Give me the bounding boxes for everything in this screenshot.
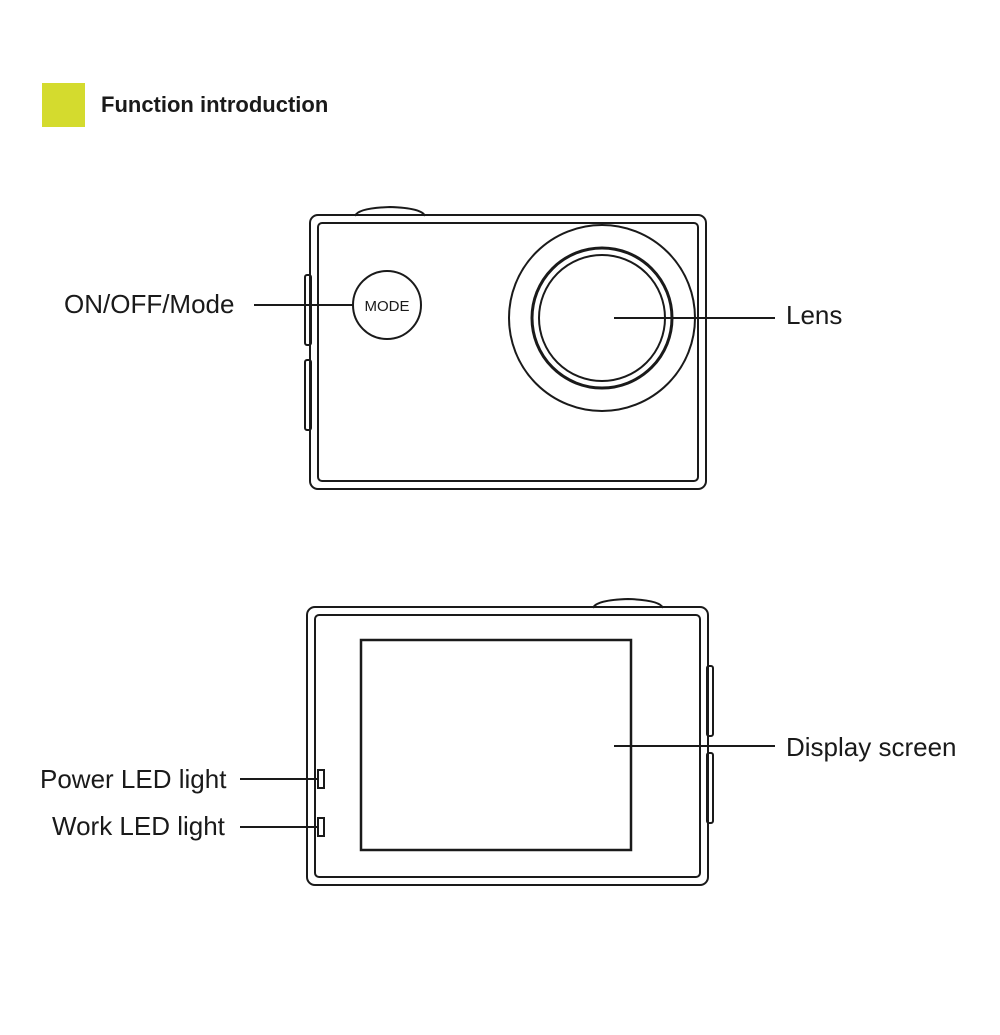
accent-square [42, 83, 85, 127]
camera-body-front [309, 214, 707, 490]
section-header: Function introduction [42, 83, 328, 127]
power-led [317, 769, 325, 789]
top-button-front [354, 205, 426, 217]
label-lens: Lens [786, 300, 843, 330]
camera-front-view: MODE [254, 205, 775, 490]
side-button-front-upper [304, 274, 312, 346]
side-button-front-lower [304, 359, 312, 431]
display-screen [359, 638, 633, 852]
label-power-led: Power LED light [40, 764, 227, 794]
label-display-screen: Display screen [786, 732, 957, 762]
work-led [317, 817, 325, 837]
side-button-back-upper [706, 665, 714, 737]
camera-panel-front [317, 222, 699, 482]
label-power-mode: ON/OFF/Mode [64, 289, 235, 319]
top-button-back [592, 597, 664, 609]
mode-button-label: MODE [365, 298, 410, 315]
camera-back-view [240, 597, 775, 886]
section-title: Function introduction [101, 92, 329, 117]
side-button-back-lower [706, 752, 714, 824]
label-work-led: Work LED light [52, 811, 225, 841]
